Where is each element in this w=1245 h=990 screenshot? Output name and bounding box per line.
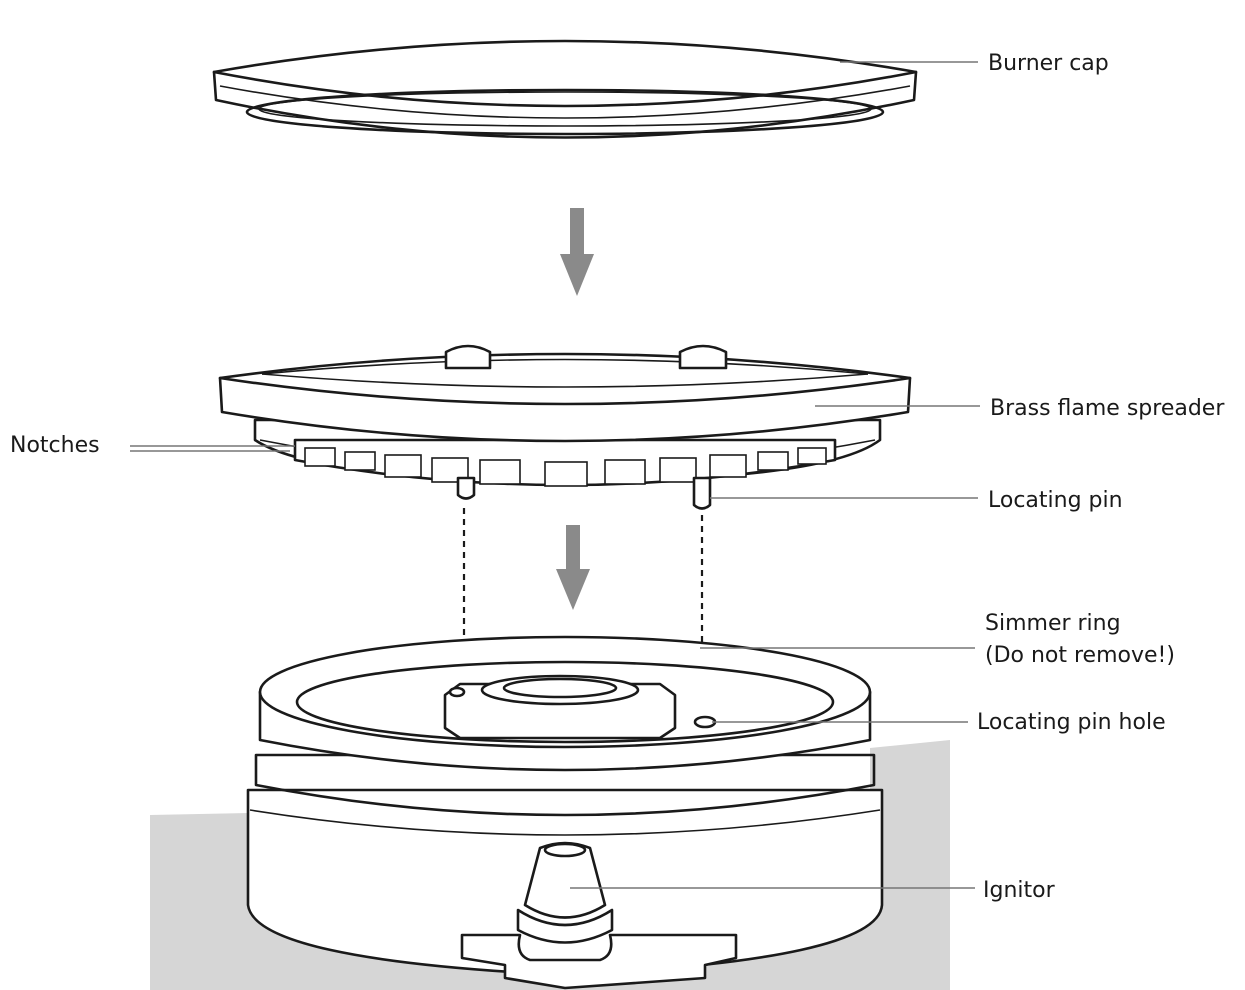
label-simmer-ring: Simmer ring (985, 611, 1121, 636)
label-ignitor: Ignitor (983, 878, 1056, 903)
burner-cap (212, 39, 918, 139)
brass-flame-spreader (218, 344, 912, 510)
label-locating-pin-hole: Locating pin hole (977, 710, 1166, 735)
label-notches: Notches (10, 433, 100, 458)
label-burner-cap: Burner cap (988, 51, 1109, 76)
label-brass-flame-spreader: Brass flame spreader (990, 396, 1225, 421)
label-simmer-ring-note: (Do not remove!) (985, 643, 1175, 668)
down-arrow-upper (560, 208, 594, 296)
burner-base (246, 635, 884, 990)
label-locating-pin: Locating pin (988, 488, 1123, 513)
down-arrow-lower (556, 525, 590, 610)
